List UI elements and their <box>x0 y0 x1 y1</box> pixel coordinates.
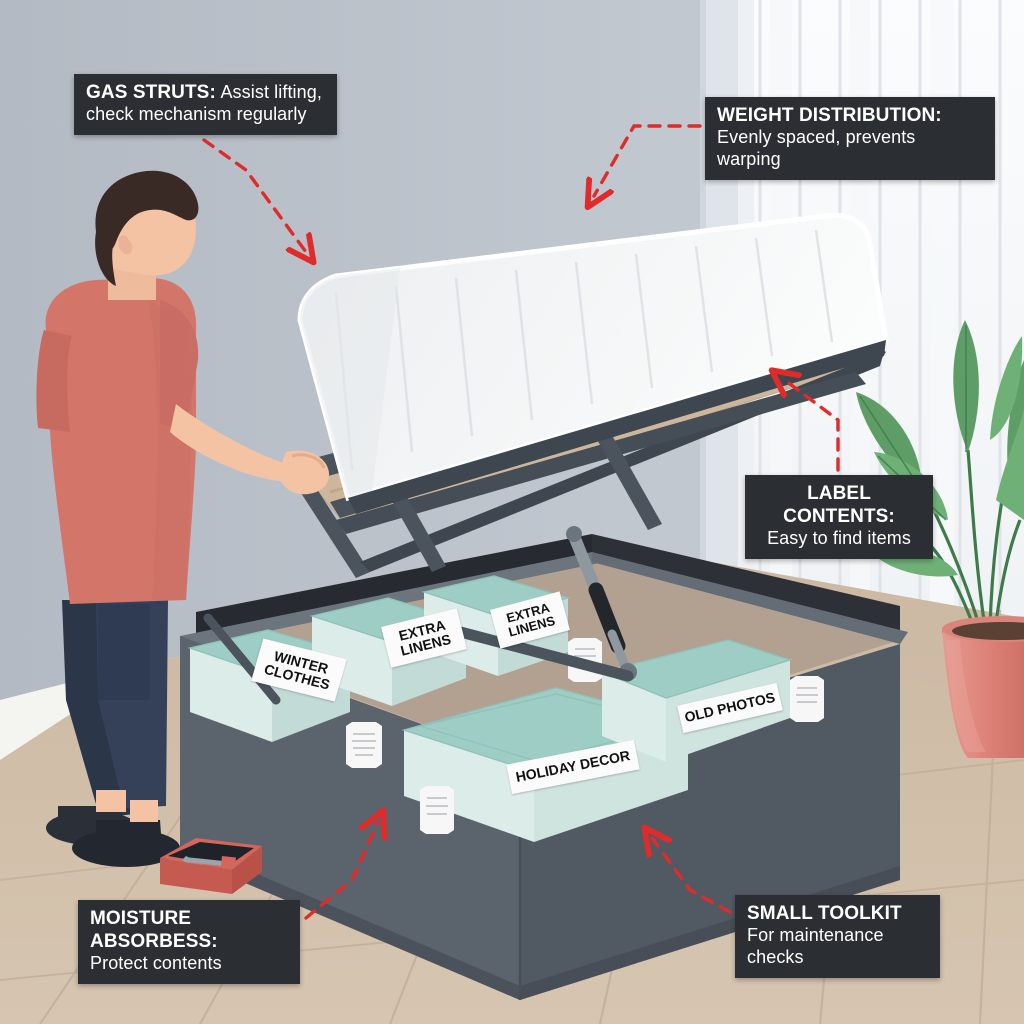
callout-body: Evenly spaced, prevents warping <box>717 127 916 170</box>
callout-headline: SMALL TOOLKIT <box>747 903 902 924</box>
callout-gas-struts: GAS STRUTS: Assist lifting, check mechan… <box>74 74 337 136</box>
storage-box-old-photos[interactable] <box>599 639 793 762</box>
callout-body: Easy to find items <box>767 528 911 549</box>
arrow-toolkit <box>652 838 732 914</box>
callout-headline: MOISTURE ABSORBESS: <box>90 908 218 953</box>
arrow-moisture <box>304 822 378 920</box>
callout-arrows <box>202 124 840 920</box>
arrow-label-contents <box>782 378 840 472</box>
callout-moisture-absorbers: MOISTURE ABSORBESS: Protect contents <box>78 900 300 985</box>
callout-body: Protect contents <box>90 953 222 974</box>
gas-strut-left <box>203 613 281 705</box>
callout-body: Assist lifting, check mechanism regularl… <box>86 82 322 125</box>
arrow-weight-distribution <box>594 124 702 196</box>
mattress <box>297 212 889 514</box>
callout-body: For maintenance checks <box>747 925 884 968</box>
callout-label-contents: LABEL CONTENTS: Easy to find items <box>745 475 933 560</box>
toolbox-with-wrench[interactable] <box>160 838 262 894</box>
callout-headline: WEIGHT DISTRIBUTION: <box>717 105 942 126</box>
person <box>36 170 330 867</box>
arrow-gas-struts <box>202 138 306 252</box>
callout-small-toolkit: SMALL TOOLKIT For maintenance checks <box>735 895 940 979</box>
callout-headline: LABEL CONTENTS: <box>783 483 895 528</box>
callout-weight-distribution: WEIGHT DISTRIBUTION: Evenly spaced, prev… <box>705 97 995 181</box>
callout-headline: GAS STRUTS: <box>86 82 216 103</box>
potted-plant <box>836 320 1024 758</box>
